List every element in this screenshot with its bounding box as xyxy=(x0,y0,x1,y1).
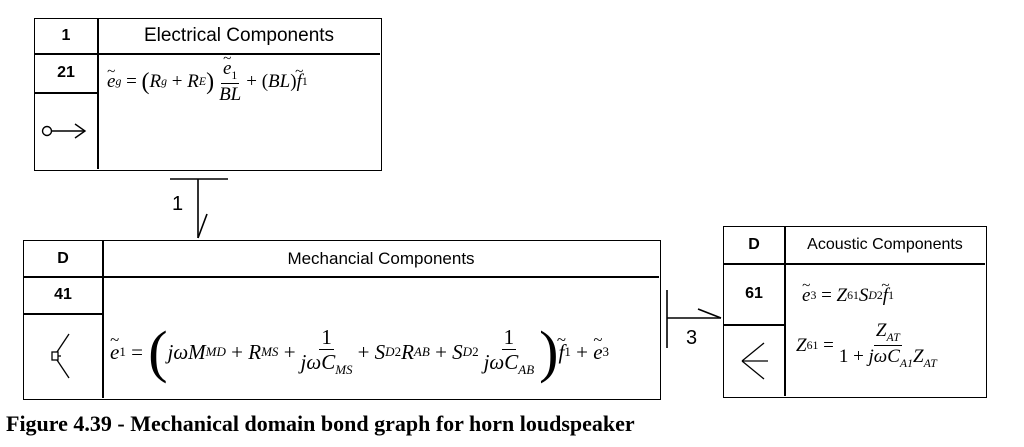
bond-3-label: 3 xyxy=(686,327,698,349)
electrical-left-divider-1 xyxy=(35,92,97,94)
bond-1-label: 1 xyxy=(172,193,184,215)
mechanical-header-divider xyxy=(24,276,659,278)
mechanical-column-divider xyxy=(102,241,104,398)
acoustic-title: Acoustic Components xyxy=(807,236,963,253)
mass-spring-icon xyxy=(24,314,102,398)
acoustic-radiation-icon xyxy=(724,325,784,396)
figure-caption: Figure 4.39 - Mechanical domain bond gra… xyxy=(6,411,635,436)
acoustic-equation-1: e3 = Z61SD2f1 xyxy=(802,285,894,307)
acoustic-header-number: D xyxy=(748,236,760,253)
acoustic-left-divider-1 xyxy=(724,324,784,326)
mechanical-component-number: 41 xyxy=(54,286,72,303)
acoustic-components-box: D Acoustic Components 61 e3 = Z61SD2f1 Z… xyxy=(723,226,987,398)
electrical-title: Electrical Components xyxy=(143,25,335,46)
acoustic-header-divider xyxy=(724,263,985,265)
electrical-header-number: 1 xyxy=(61,27,71,44)
acoustic-component-number: 61 xyxy=(745,285,763,302)
acoustic-column-divider xyxy=(784,227,786,396)
electrical-component-number: 21 xyxy=(57,64,75,81)
mechanical-components-box: D Mechancial Components 41 e1 = ( jωMMD … xyxy=(23,240,661,400)
electrical-column-divider xyxy=(97,19,99,169)
electrical-header-divider xyxy=(35,53,380,55)
electrical-components-box: 1 Electrical Components 21 eg = (Rg + RE… xyxy=(34,18,382,171)
mechanical-left-divider-1 xyxy=(24,313,102,315)
mechanical-title: Mechancial Components xyxy=(287,248,475,268)
voltage-source-icon xyxy=(35,93,97,169)
mechanical-header-number: D xyxy=(57,249,69,267)
